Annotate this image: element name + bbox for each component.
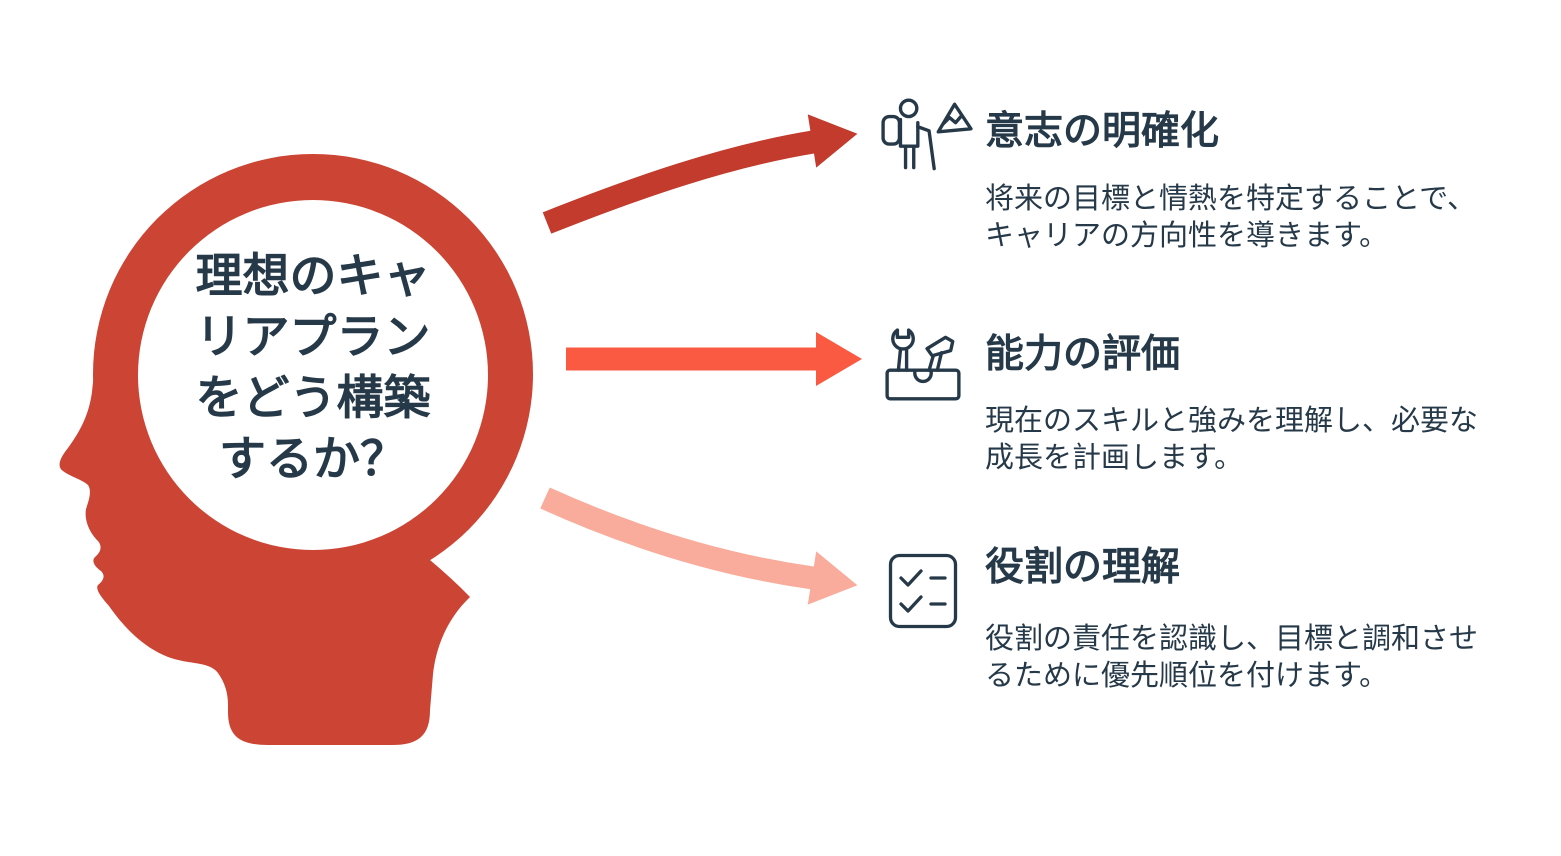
arrow-bottom: [540, 487, 858, 605]
thought-circle: [138, 200, 488, 550]
step-description: 現在のスキルと強みを理解し、必要な成長を計画します。: [985, 405, 1479, 474]
step-title: 能力の評価: [985, 333, 1181, 376]
arrow-top: [542, 114, 858, 234]
step-description: 将来の目標と情熱を特定することで、キャリアの方向性を導きます。: [985, 183, 1476, 252]
hiker-mountain-icon: [879, 97, 973, 181]
step-title: 意志の明確化: [985, 110, 1220, 153]
central-question: 理想のキャ リアプラン をどう構築 するか？: [195, 249, 431, 485]
step-description: 役割の責任を認識し、目標と調和させるために優先順位を付けます。: [985, 623, 1479, 692]
toolbox-icon: [882, 324, 964, 404]
step-title: 役割の理解: [985, 546, 1181, 589]
checklist-icon: [887, 552, 959, 630]
arrow-middle: [566, 332, 862, 386]
head-silhouette: [59, 154, 533, 745]
